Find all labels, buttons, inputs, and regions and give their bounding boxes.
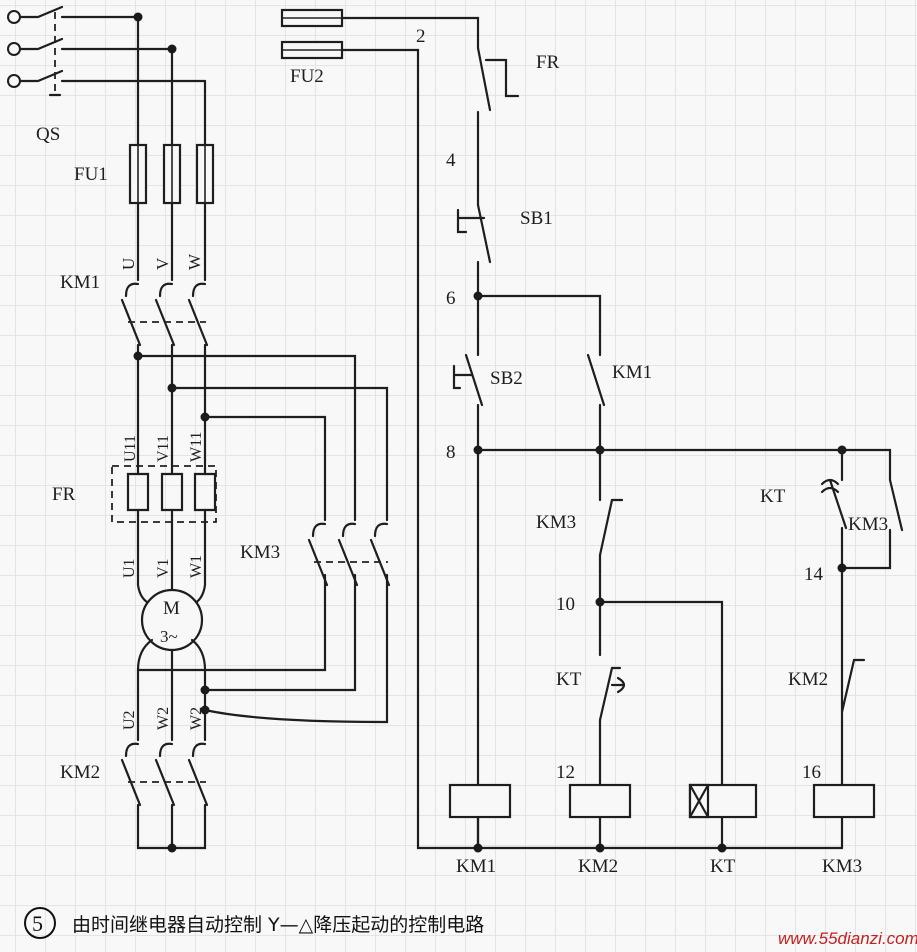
fu2-fuses [280,8,344,60]
sb1-stop-button [456,203,492,357]
phase-label-u2: U2 [121,710,138,730]
motor-sub-label: 3~ [160,627,178,646]
fr-thermal-relay [111,458,217,527]
coil-km1 [448,783,512,850]
caption-number: 5 [32,911,43,936]
kt-no-label: KT [760,486,786,507]
km2-nc-contact [840,658,866,714]
phase-label-v: V [153,257,172,270]
phase-label-w2a: W2 [155,707,172,730]
km3-nc-contact [598,498,624,657]
watermark: www.55dianzi.com [778,929,917,948]
km1-aux-contact [586,353,606,502]
km3-nc-label: KM3 [536,512,576,533]
sb2-label: SB2 [490,368,523,389]
terminal-l1 [7,10,21,24]
phase-label-w11: W11 [188,431,205,462]
phase-label-v1: V1 [155,558,172,578]
km1-aux-label: KM1 [612,362,652,383]
km2-nc-label: KM2 [788,669,828,690]
node-6-label: 6 [446,288,456,309]
terminal-l3 [7,74,21,88]
phase-label-u11: U11 [122,435,139,462]
node-8-label: 8 [446,442,456,463]
terminal-l2 [7,42,21,56]
fr-control-label: FR [536,52,560,73]
coil-kt-label: KT [710,856,736,877]
km1-main-contacts [120,282,209,358]
phase-label-u1: U1 [121,558,138,578]
fu1-label: FU1 [74,164,108,185]
fr-nc-contact [476,46,520,207]
km3-no-label: KM3 [848,514,888,535]
node-4-label: 4 [446,150,456,171]
caption: 5 由时间继电器自动控制 Y—△降压起动的控制电路 [24,907,484,939]
phase-label-w: W [185,253,204,270]
qs-label: QS [36,124,60,145]
node-2-label: 2 [416,26,426,47]
node-12-label: 12 [556,762,575,783]
phase-label-w1: W1 [188,555,205,578]
node-10-label: 10 [556,594,575,615]
kt-nc-label: KT [556,669,582,690]
phase-label-v11: V11 [155,435,172,462]
power-circuit: QS FU1 U V W KM1 [7,5,391,853]
coil-kt [688,783,758,850]
kt-delayed-contact [598,666,626,787]
motor: M 3~ [136,583,207,672]
caption-text: 由时间继电器自动控制 Y—△降压起动的控制电路 [72,914,484,936]
km2-main-contacts [120,742,209,853]
km3-power-label: KM3 [240,542,280,563]
coil-km2-label: KM2 [578,856,618,877]
node-14-label: 14 [804,564,824,585]
fu1-fuses [128,143,215,205]
fr-power-label: FR [52,484,76,505]
km3-main-contacts [307,522,391,587]
motor-label: M [163,598,180,619]
kt-timed-no-contact [820,448,848,787]
phase-label-w2b: W2 [188,707,205,730]
phase-label-u: U [119,258,138,270]
sb1-label: SB1 [520,208,553,229]
coil-km2 [568,783,632,850]
fu2-label: FU2 [290,66,324,87]
km3-self-lock-contact [840,478,904,570]
coil-km3 [812,783,876,850]
km2-power-label: KM2 [60,762,100,783]
coil-km3-label: KM3 [822,856,862,877]
coil-km1-label: KM1 [456,856,496,877]
node-16-label: 16 [802,762,821,783]
control-circuit: FU2 2 FR 4 SB1 6 SB2 [280,8,904,877]
km1-power-label: KM1 [60,272,100,293]
sb2-start-button [452,353,484,850]
